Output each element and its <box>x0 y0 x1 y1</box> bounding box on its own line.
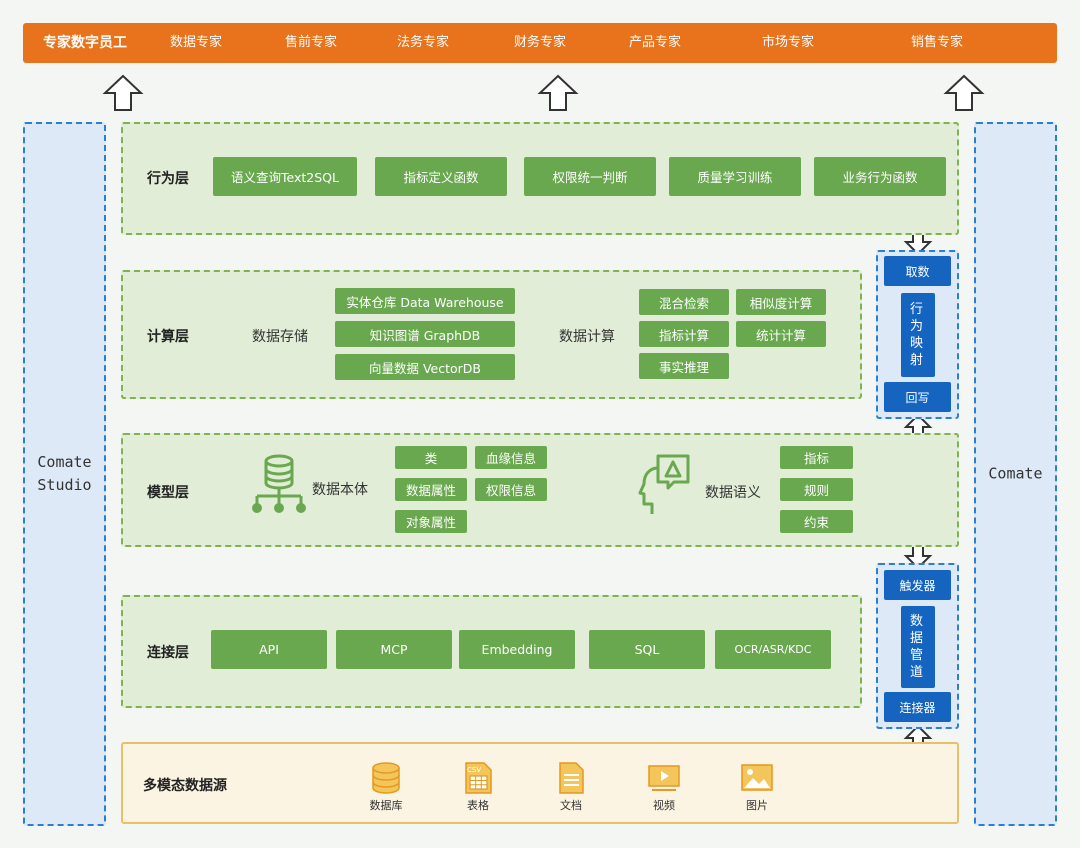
data-attribute-button[interactable]: 数据属性 <box>395 478 467 501</box>
model-layer-title: 模型层 <box>147 485 189 501</box>
lineage-button[interactable]: 血缘信息 <box>475 446 547 469</box>
permission-check-button[interactable]: 权限统一判断 <box>524 157 656 196</box>
up-arrow-icon <box>102 74 144 111</box>
video-label: 视频 <box>653 799 675 812</box>
quality-training-button[interactable]: 质量学习训练 <box>669 157 801 196</box>
image-label: 图片 <box>746 799 768 812</box>
text2sql-button[interactable]: 语义查询Text2SQL <box>213 157 357 196</box>
business-behavior-button[interactable]: 业务行为函数 <box>814 157 946 196</box>
multimodal-source-layer <box>121 742 959 824</box>
fetch-button[interactable]: 取数 <box>884 256 951 286</box>
database-icon <box>372 762 400 794</box>
up-arrow-icon <box>943 74 985 111</box>
top-bar-title: 专家数字员工 <box>43 35 127 51</box>
constraint-button[interactable]: 约束 <box>780 510 853 533</box>
expert-digital-staff-bar: 专家数字员工 数据专家 售前专家 法务专家 财务专家 产品专家 市场专家 销售专… <box>23 23 1057 63</box>
data-warehouse-button[interactable]: 实体仓库 Data Warehouse <box>335 288 515 314</box>
video-icon <box>648 765 680 791</box>
semantic-head-icon <box>638 454 690 514</box>
ocr-asr-kdc-button[interactable]: OCR/ASR/KDC <box>715 630 831 669</box>
top-item-data-expert[interactable]: 数据专家 <box>170 35 223 50</box>
csv-icon: CSV <box>465 762 492 794</box>
database-label: 数据库 <box>369 799 403 812</box>
source-video[interactable]: 视频 <box>634 762 694 813</box>
hybrid-search-button[interactable]: 混合检索 <box>639 289 729 315</box>
comate-studio-panel: Comate Studio <box>23 122 106 826</box>
sql-button[interactable]: SQL <box>589 630 705 669</box>
image-icon <box>741 764 773 791</box>
data-ontology-label: 数据本体 <box>312 482 368 498</box>
metric-button[interactable]: 指标 <box>780 446 853 469</box>
trigger-button[interactable]: 触发器 <box>884 570 951 600</box>
source-layer-title: 多模态数据源 <box>143 778 227 794</box>
rule-button[interactable]: 规则 <box>780 478 853 501</box>
top-item-sales-expert[interactable]: 销售专家 <box>911 35 964 50</box>
source-document[interactable]: 文档 <box>541 762 601 813</box>
table-label: 表格 <box>467 799 489 812</box>
top-item-product-expert[interactable]: 产品专家 <box>629 35 682 50</box>
data-compute-label: 数据计算 <box>559 329 615 345</box>
class-button[interactable]: 类 <box>395 446 467 469</box>
source-database[interactable]: 数据库 <box>356 762 416 813</box>
metric-definition-button[interactable]: 指标定义函数 <box>375 157 507 196</box>
mcp-button[interactable]: MCP <box>336 630 452 669</box>
comate-label: Comate <box>988 464 1043 483</box>
fact-reasoning-button[interactable]: 事实推理 <box>639 353 729 379</box>
data-semantic-label: 数据语义 <box>705 485 761 501</box>
document-icon <box>559 762 584 794</box>
comate-studio-label: Comate Studio <box>37 453 92 494</box>
similarity-button[interactable]: 相似度计算 <box>736 289 826 315</box>
graphdb-button[interactable]: 知识图谱 GraphDB <box>335 321 515 347</box>
top-item-market-expert[interactable]: 市场专家 <box>762 35 815 50</box>
api-button[interactable]: API <box>211 630 327 669</box>
database-tree-icon <box>252 454 306 513</box>
document-label: 文档 <box>560 799 582 812</box>
behavior-layer-title: 行为层 <box>147 171 189 187</box>
statistics-button[interactable]: 统计计算 <box>736 321 826 347</box>
top-item-presales-expert[interactable]: 售前专家 <box>285 35 338 50</box>
permission-info-button[interactable]: 权限信息 <box>475 478 547 501</box>
comate-panel: Comate <box>974 122 1057 826</box>
object-attribute-button[interactable]: 对象属性 <box>395 510 467 533</box>
up-arrow-icon <box>537 74 579 111</box>
behavior-mapping-label: 行为映射 <box>901 293 935 377</box>
connector-button[interactable]: 连接器 <box>884 692 951 722</box>
source-image[interactable]: 图片 <box>727 762 787 813</box>
metric-compute-button[interactable]: 指标计算 <box>639 321 729 347</box>
data-pipeline-label: 数据管道 <box>901 606 935 688</box>
top-item-finance-expert[interactable]: 财务专家 <box>514 35 567 50</box>
writeback-button[interactable]: 回写 <box>884 382 951 412</box>
embedding-button[interactable]: Embedding <box>459 630 575 669</box>
connect-layer-title: 连接层 <box>147 645 189 661</box>
vectordb-button[interactable]: 向量数据 VectorDB <box>335 354 515 380</box>
compute-layer-title: 计算层 <box>147 329 189 345</box>
csv-badge: CSV <box>467 766 481 774</box>
source-table[interactable]: CSV 表格 <box>448 762 508 813</box>
data-storage-label: 数据存储 <box>252 329 308 345</box>
top-item-legal-expert[interactable]: 法务专家 <box>397 35 450 50</box>
